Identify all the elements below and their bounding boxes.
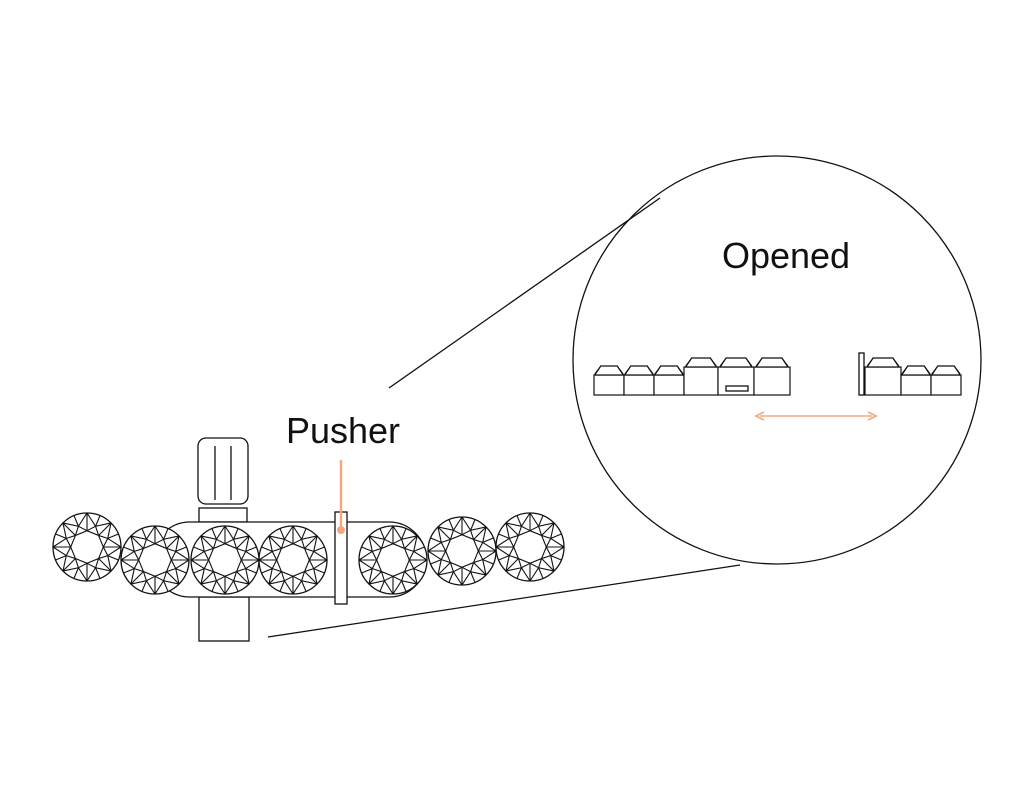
ring-side-view (52, 437, 565, 642)
setting-head (593, 365, 625, 396)
detail-magnifier (572, 155, 982, 565)
zoom-line-bottom (267, 564, 741, 638)
opened-settings-right (864, 357, 962, 396)
stone (495, 512, 565, 582)
setting-head (930, 365, 962, 396)
stone (427, 516, 497, 586)
stone-row (52, 512, 565, 595)
opened-pusher-tab (858, 352, 865, 396)
pusher-leader-dot (337, 526, 345, 534)
stone (190, 525, 260, 595)
magnifier-circle (572, 155, 982, 565)
setting-head (653, 365, 685, 396)
setting-head (864, 357, 902, 396)
setting-head (623, 365, 655, 396)
zoom-line-top (388, 197, 661, 389)
slot-indicator (725, 385, 749, 392)
stone (52, 512, 122, 582)
bottom-post (198, 596, 250, 642)
setting-head (753, 357, 791, 396)
open-direction-arrow (754, 411, 878, 421)
crown-knob (197, 437, 249, 523)
setting-head (900, 365, 932, 396)
pusher-label: Pusher (285, 410, 401, 451)
stone (120, 525, 190, 595)
opened-settings-left (593, 357, 791, 396)
stone (258, 525, 328, 595)
stone (358, 525, 428, 595)
opened-label: Opened (721, 235, 851, 276)
setting-head (683, 357, 719, 396)
